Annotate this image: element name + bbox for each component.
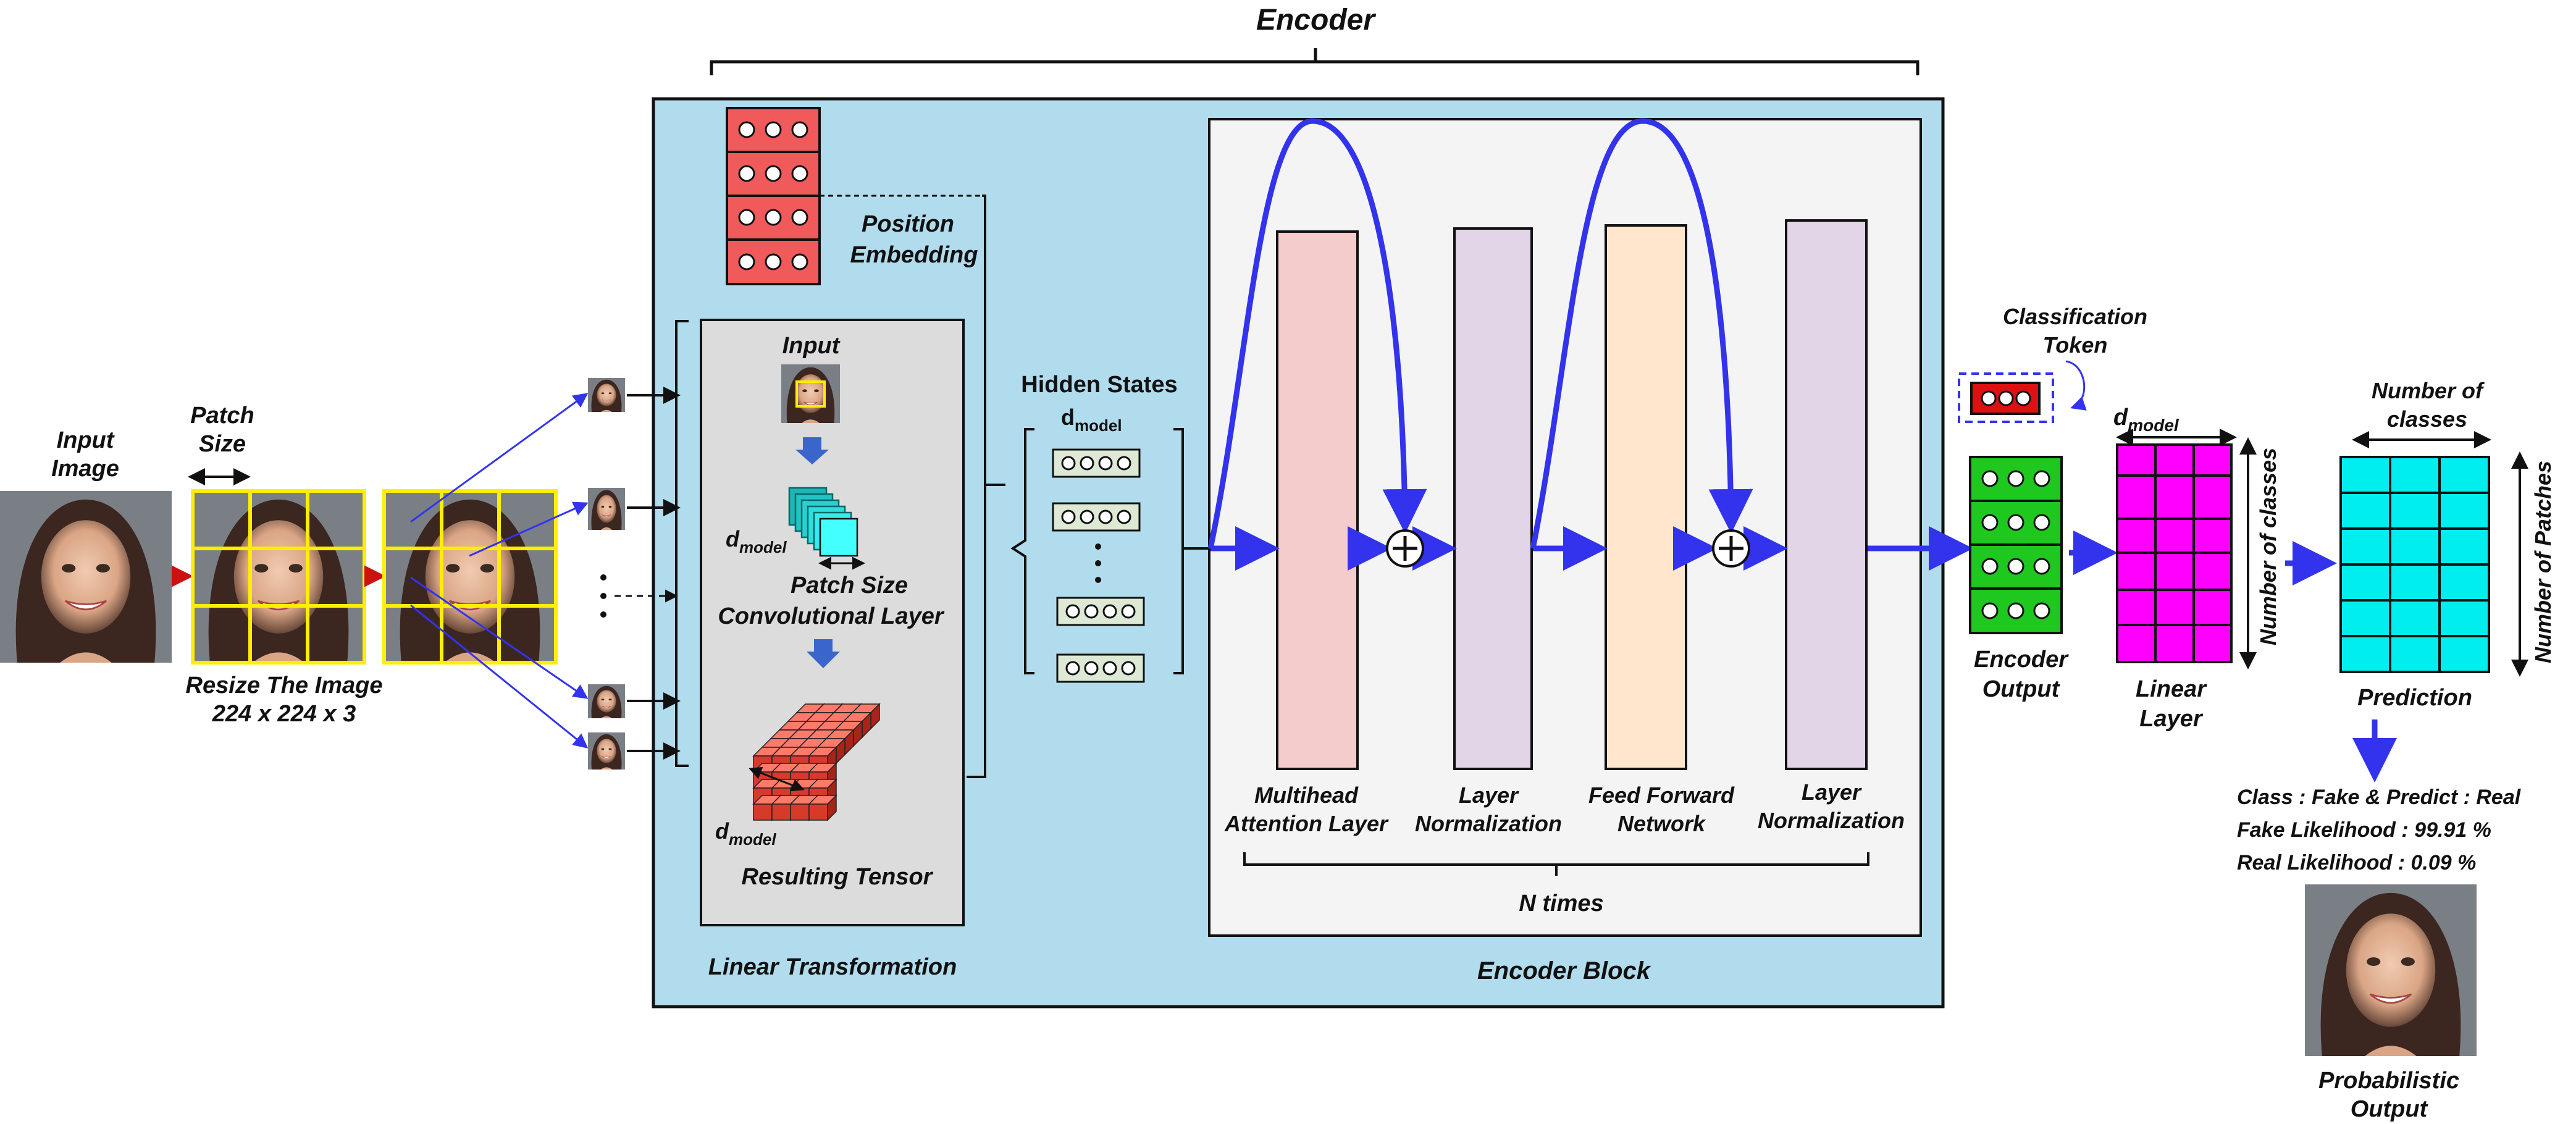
encoder-block-label: Encoder Block — [1477, 957, 1651, 984]
hidden-states-left-brace — [1010, 428, 1034, 674]
hidden-states-ellipsis — [1095, 543, 1101, 583]
prediction-side-label: Number of Patches — [2530, 461, 2556, 663]
encoder-bracket — [710, 48, 1919, 75]
result-fake-likelihood: Fake Likelihood : 99.91 % — [2237, 818, 2491, 842]
patched-image-2 — [384, 491, 556, 663]
patch-tile-1 — [588, 378, 625, 412]
patch-tile-2 — [588, 488, 625, 530]
linear-input-bracket — [675, 320, 689, 767]
tensor-dmodel-label: dmodel — [715, 818, 776, 849]
layer-normalization-1 — [1453, 227, 1533, 770]
patch-tile-3 — [588, 684, 625, 718]
patch-tile-4 — [588, 732, 625, 770]
conv-dmodel-label: dmodel — [726, 526, 787, 556]
layer-normalization-2 — [1785, 219, 1868, 770]
position-embedding-block — [726, 107, 821, 285]
n-times-bracket — [1243, 852, 1869, 876]
position-embedding-bracket — [967, 195, 1005, 778]
conv-filter-stack — [788, 487, 858, 557]
tensor-depth-arrow — [749, 766, 805, 792]
hidden-states-label: Hidden States — [1021, 372, 1177, 398]
prediction-label: Prediction — [2357, 685, 2472, 711]
patch-to-linear-arrows — [627, 387, 681, 760]
classification-token-pointer — [2065, 360, 2087, 411]
linear-input-patch-highlight — [795, 380, 826, 408]
linear-layer-dmodel: dmodel — [2113, 405, 2180, 435]
linear-layer-block — [2116, 443, 2233, 663]
encoder-output-block — [1969, 456, 2063, 634]
result-class-line: Class : Fake & Predict : Real — [2237, 786, 2522, 809]
down-arrow-icon — [795, 437, 829, 464]
add-node-2 — [1712, 529, 1750, 568]
linear-input-label: Input — [782, 333, 841, 359]
hidden-states-dmodel: dmodel — [1061, 405, 1122, 435]
resulting-tensor-label: Resulting Tensor — [742, 864, 934, 890]
patch-ellipsis — [600, 574, 606, 618]
feed-forward-network — [1605, 224, 1687, 770]
classification-token-frame — [1958, 372, 2054, 423]
n-times-label: N times — [1519, 891, 1603, 916]
linear-layer-side-label: Number of classes — [2255, 448, 2281, 645]
down-arrow-icon-2 — [807, 639, 840, 668]
probabilistic-output-image — [2305, 884, 2477, 1056]
patch-grid-2 — [382, 489, 558, 665]
prediction-block — [2339, 456, 2490, 673]
linear-transformation-label: Linear Transformation — [708, 954, 957, 980]
multihead-attention-layer — [1276, 230, 1359, 770]
classification-token-vector — [1970, 382, 2041, 415]
patched-image — [193, 491, 364, 663]
result-real-likelihood: Real Likelihood : 0.09 % — [2237, 851, 2476, 874]
add-node-1 — [1386, 529, 1424, 568]
linear-input-image — [781, 364, 840, 423]
encoder-flow-arrows — [1207, 118, 1973, 571]
hidden-states-right-brace — [1173, 428, 1184, 674]
encoder-title: Encoder — [1256, 4, 1376, 36]
patch-split-arrows — [410, 393, 589, 749]
input-image — [0, 491, 172, 663]
hidden-state-vectors — [1052, 448, 1145, 683]
